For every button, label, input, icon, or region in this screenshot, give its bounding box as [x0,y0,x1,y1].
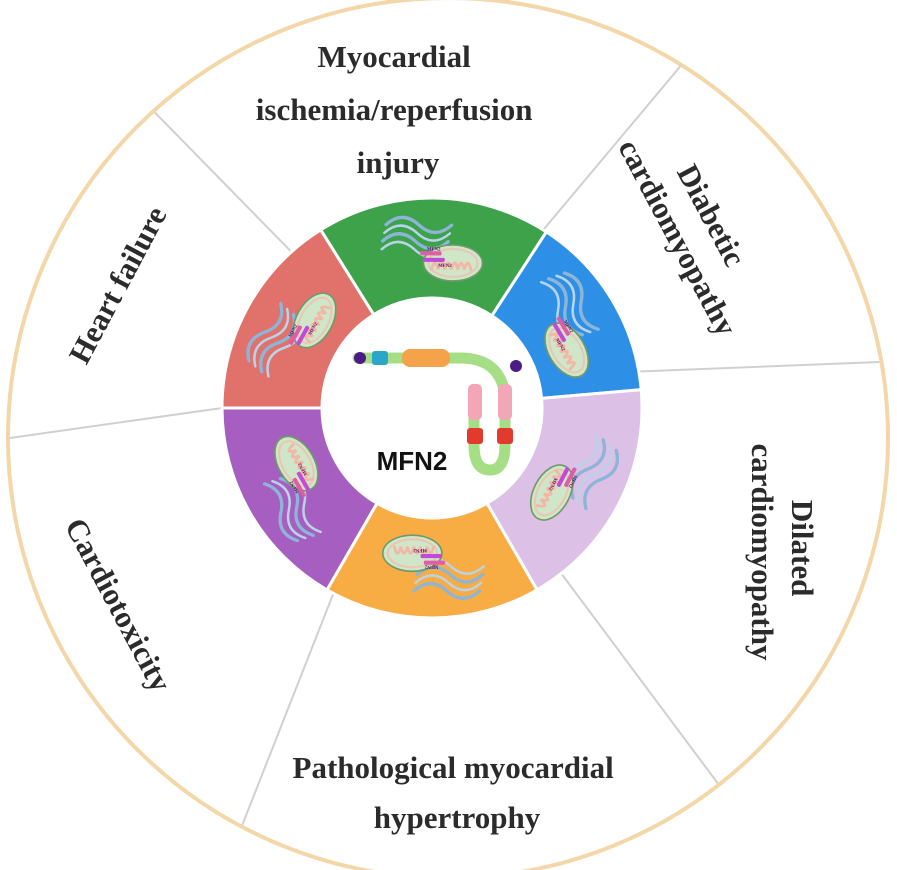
protein-domain-red-1 [467,428,483,444]
divider-line-1 [542,65,681,231]
divider-line-2 [638,360,880,373]
divider-line-5 [9,407,223,439]
divider-line-3 [560,572,719,784]
label-hypertrophy: Pathological myocardial hypertrophy [293,750,622,835]
protein-domain-red-2 [497,428,513,444]
protein-domain-gtpase [402,349,450,367]
center-label: MFN2 [377,446,448,476]
protein-terminal-right [510,360,522,372]
protein-terminal-left [354,352,366,364]
divider-line-4 [241,593,335,826]
sector-cardiotoxicity [220,406,380,592]
sector-dividers [9,65,880,826]
label-dilated: Dilated cardiomyopathy [745,444,820,662]
protein-domain-pink-2 [498,384,512,420]
label-mi: Myocardial ischemia/reperfusion injury [256,39,540,180]
protein-domain-teal [372,351,388,365]
protein-domain-pink-1 [468,384,482,420]
mfn2-protein-schematic [352,349,522,476]
divider-line-0 [154,111,293,253]
